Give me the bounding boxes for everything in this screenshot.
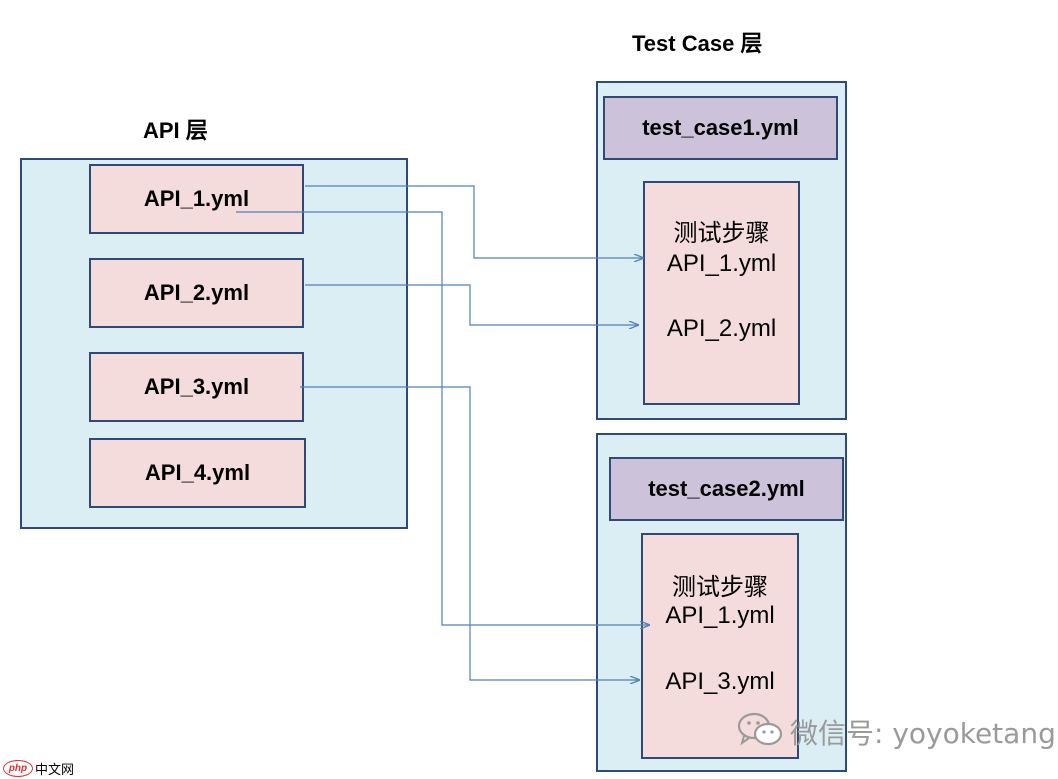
test-case-name: test_case2.yml [648, 476, 805, 501]
steps-heading: 测试步骤 [672, 573, 768, 601]
corner-logo: php 中文网 [3, 759, 74, 778]
testcase-layer-title: Test Case 层 [632, 31, 763, 56]
api-box-2: API_2.yml [89, 258, 304, 328]
api-box-4: API_4.yml [89, 438, 306, 508]
api-box-3: API_3.yml [89, 352, 304, 422]
step-item: API_1.yml [665, 602, 775, 629]
step-item: API_2.yml [666, 315, 777, 342]
test-case-1-steps: 测试步骤 API_1.yml API_2.yml [643, 181, 800, 405]
watermark-text: 微信号: yoyoketang [790, 717, 1056, 750]
test-case-2-steps: 测试步骤 API_1.yml API_3.yml [641, 533, 799, 759]
api-box-label: API_4.yml [144, 460, 251, 485]
api-box-label: API_1.yml [143, 186, 250, 211]
php-logo-icon: php [3, 760, 33, 777]
test-case-2-title: test_case2.yml [609, 457, 844, 521]
steps-heading: 测试步骤 [673, 219, 770, 247]
test-case-1-title: test_case1.yml [603, 96, 838, 160]
step-item: API_1.yml [666, 250, 777, 277]
api-box-label: API_3.yml [143, 374, 250, 399]
test-case-name: test_case1.yml [642, 115, 799, 140]
corner-logo-text: 中文网 [35, 762, 75, 777]
api-box-label: API_2.yml [143, 280, 250, 305]
api-box-1: API_1.yml [89, 164, 304, 234]
api-layer-title: API 层 [143, 118, 208, 143]
wechat-icon [736, 710, 786, 750]
step-item: API_3.yml [665, 668, 775, 695]
